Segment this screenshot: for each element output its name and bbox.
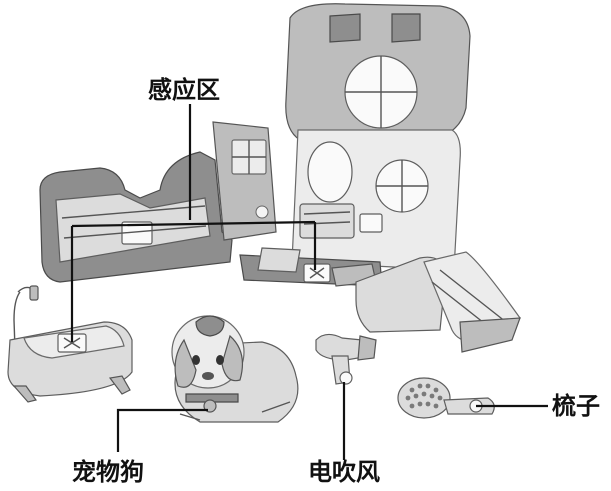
puppy-leader (116, 408, 208, 452)
comb-label: 梳子 (552, 392, 600, 420)
sensor-zone-label: 感应区 (148, 76, 220, 104)
puppy-toy (171, 315, 299, 423)
ramp-slide (355, 251, 521, 353)
comb (397, 377, 495, 419)
puppy-label: 宠物狗 (72, 458, 144, 486)
fence-wall (39, 151, 233, 283)
hair-dryer-label: 电吹风 (308, 458, 380, 486)
leader-lines (70, 104, 548, 460)
hair-dryer (315, 333, 377, 385)
door-panel (212, 121, 277, 241)
bath-tub (7, 285, 133, 403)
sensor-zone-leader (70, 104, 317, 342)
salon-house (239, 3, 471, 287)
